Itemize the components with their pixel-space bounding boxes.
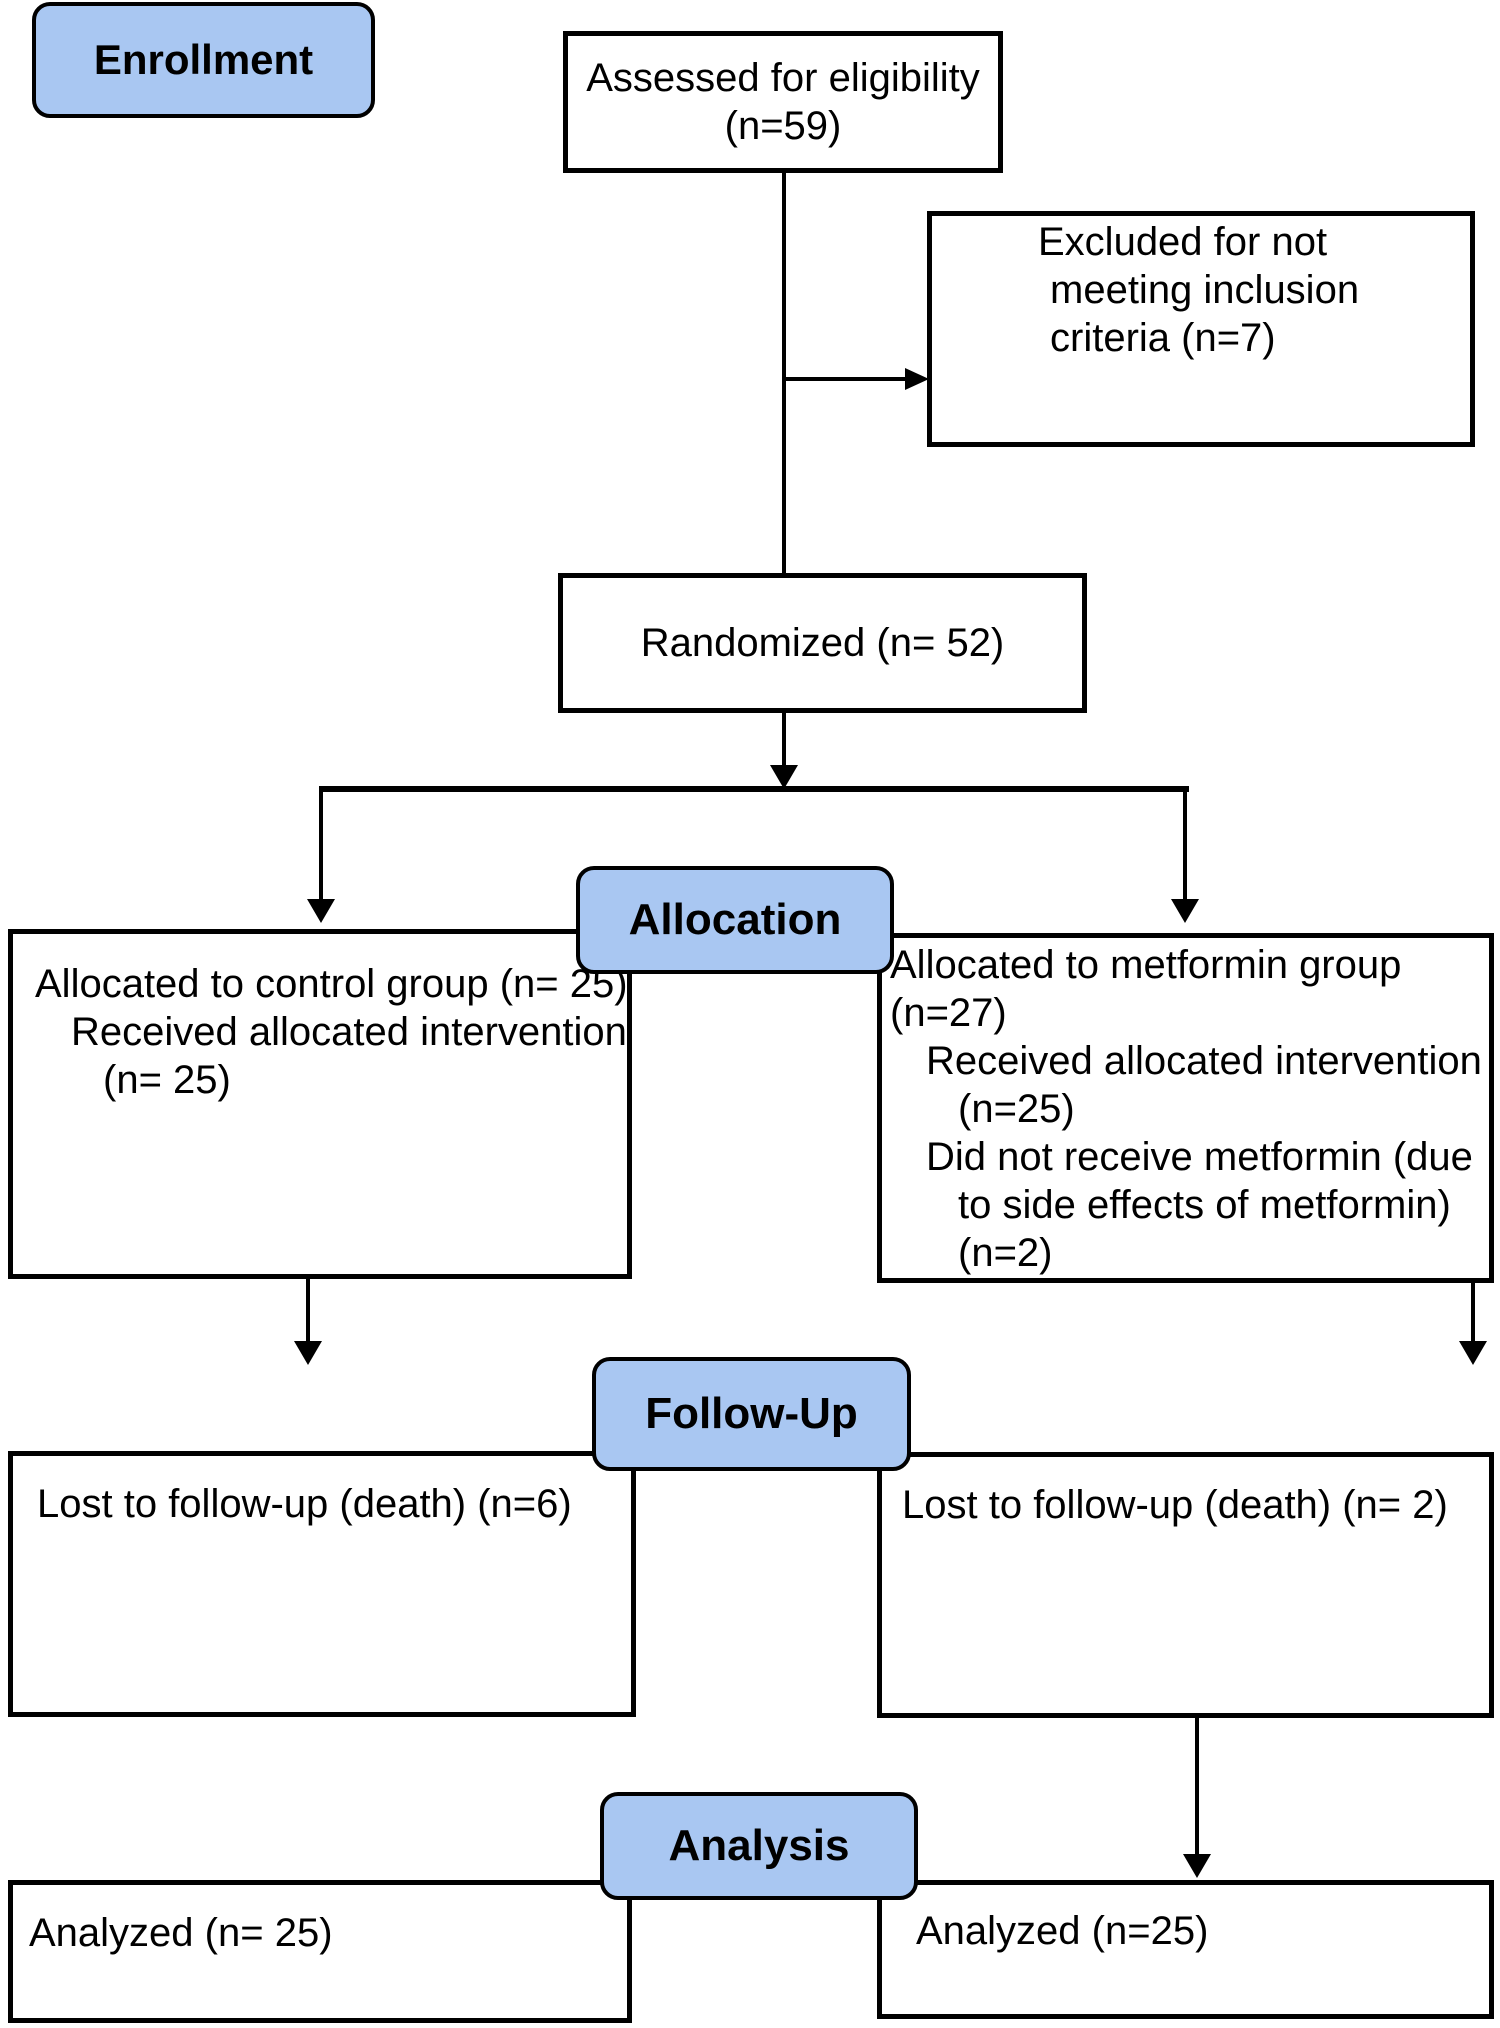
stage-label-allocation: Allocation: [576, 866, 894, 974]
box-text-line: criteria (n=7): [1050, 316, 1276, 360]
connector-metformin-to-followup: [1471, 1281, 1475, 1341]
box-text-line: Received allocated intervention: [926, 1039, 1482, 1083]
connector-branch-left: [319, 790, 323, 899]
box-analyzed-control: Analyzed (n= 25): [8, 1880, 632, 2023]
box-text-line: (n=59): [724, 104, 842, 148]
box-text-line: Allocated to metformin group: [890, 943, 1402, 987]
box-text-line: to side effects of metformin): [958, 1183, 1451, 1227]
box-text-line: Randomized (n= 52): [640, 621, 1005, 665]
box-allocated-metformin-group: Allocated to metformin group (n=27) Rece…: [877, 933, 1494, 1283]
stage-label-analysis: Analysis: [600, 1792, 918, 1900]
box-text-line: Lost to follow-up (death) (n=6): [37, 1482, 572, 1526]
box-text-line: Excluded for not: [1038, 220, 1328, 264]
arrowhead-down-split-icon: [770, 765, 798, 789]
box-text-line: (n= 25): [103, 1058, 231, 1102]
arrowhead-right-excluded-icon: [905, 368, 929, 390]
box-text-line: Lost to follow-up (death) (n= 2): [902, 1483, 1448, 1527]
box-allocated-control-group: Allocated to control group (n= 25) Recei…: [8, 929, 632, 1279]
arrowhead-down-metformin-followup-icon: [1459, 1341, 1487, 1365]
box-text-line: Assessed for eligibility: [586, 56, 980, 100]
connector-control-to-followup: [306, 1277, 310, 1341]
connector-metformin-to-analysis: [1195, 1716, 1199, 1854]
box-text-line: Allocated to control group (n= 25): [35, 962, 628, 1006]
box-text-line: (n=2): [958, 1231, 1053, 1275]
box-text-line: Did not receive metformin (due: [926, 1135, 1473, 1179]
box-text-line: meeting inclusion: [1050, 268, 1360, 312]
arrowhead-down-control-icon: [307, 899, 335, 923]
box-randomized: Randomized (n= 52): [558, 573, 1087, 713]
connector-to-excluded: [784, 377, 907, 381]
box-text-line: Analyzed (n=25): [916, 1909, 1209, 1953]
box-text-line: Received allocated intervention: [71, 1010, 627, 1054]
arrowhead-down-metformin-analysis-icon: [1183, 1854, 1211, 1878]
box-lost-followup-metformin: Lost to follow-up (death) (n= 2): [877, 1452, 1494, 1718]
connector-assessed-to-randomized: [782, 172, 786, 575]
box-text-line: Analyzed (n= 25): [29, 1911, 333, 1955]
box-lost-followup-control: Lost to follow-up (death) (n=6): [8, 1451, 636, 1717]
box-analyzed-metformin: Analyzed (n=25): [877, 1880, 1494, 2019]
arrowhead-down-metformin-icon: [1171, 899, 1199, 923]
stage-label-enrollment: Enrollment: [32, 2, 375, 118]
stage-label-followup: Follow-Up: [592, 1357, 911, 1471]
box-excluded: Excluded for not meeting inclusion crite…: [927, 211, 1475, 447]
arrowhead-down-control-followup-icon: [294, 1341, 322, 1365]
branch-line: [319, 786, 1189, 792]
box-text-line: (n=25): [958, 1087, 1075, 1131]
connector-branch-right: [1183, 790, 1187, 899]
box-text-line: (n=27): [890, 991, 1007, 1035]
box-assessed-for-eligibility: Assessed for eligibility (n=59): [563, 31, 1003, 173]
connector-randomized-to-split: [782, 711, 786, 768]
